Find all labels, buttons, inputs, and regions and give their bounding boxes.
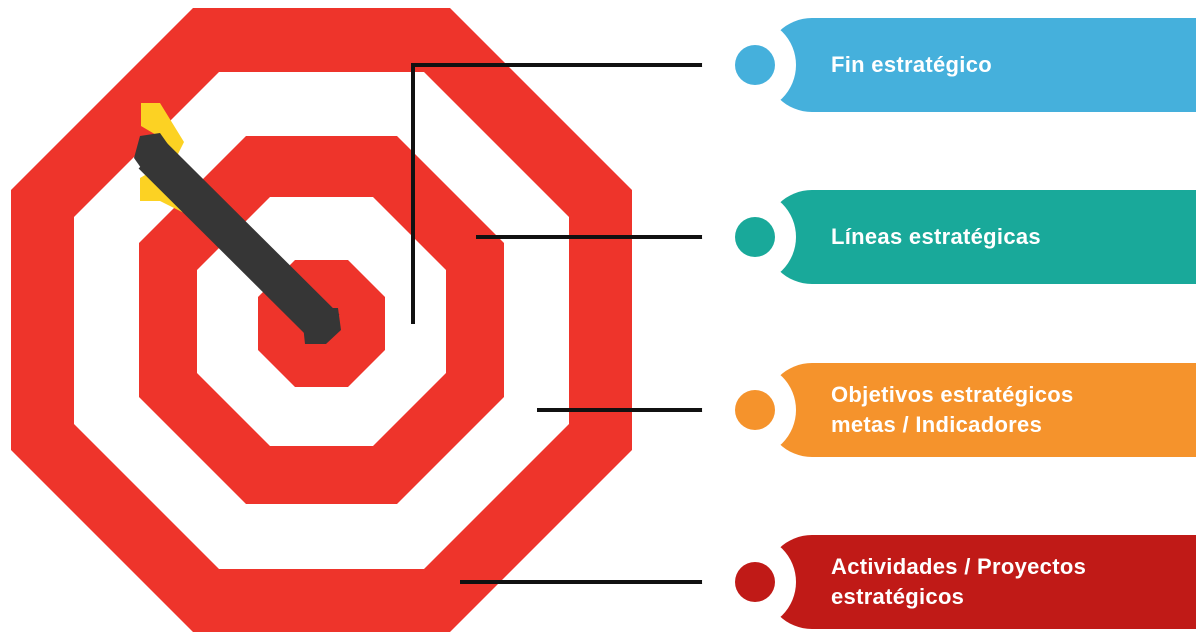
connector-dot [735,390,775,430]
label-text: Fin estratégico [831,18,1176,112]
label-fin-estrategico: Fin estratégico [702,18,1196,112]
label-actividades-proyectos: Actividades / Proyectos estratégicos [702,535,1196,629]
label-line: Líneas estratégicas [831,224,1041,249]
connector-dot [735,217,775,257]
connector-dot [735,45,775,85]
arrow-shaft [138,141,340,342]
connector-line-fin [411,63,750,324]
arrow-tip [303,308,341,344]
arrow-nock [134,133,172,175]
label-objetivos-estrategicos: Objetivos estratégicos metas / Indicador… [702,363,1196,457]
label-line: Objetivos estratégicos [831,382,1074,407]
label-line: Actividades / Proyectos [831,554,1087,579]
label-text: Objetivos estratégicos metas / Indicador… [831,363,1176,457]
label-text: Actividades / Proyectos estratégicos [831,535,1176,629]
arrow-icon [134,103,341,344]
label-text: Líneas estratégicas [831,190,1176,284]
label-line: Fin estratégico [831,52,992,77]
arrow-fletching-top [141,103,184,158]
label-line: estratégicos [831,584,965,609]
label-lineas-estrategicas: Líneas estratégicas [702,190,1196,284]
label-line: metas / Indicadores [831,412,1043,437]
connector-dot [735,562,775,602]
